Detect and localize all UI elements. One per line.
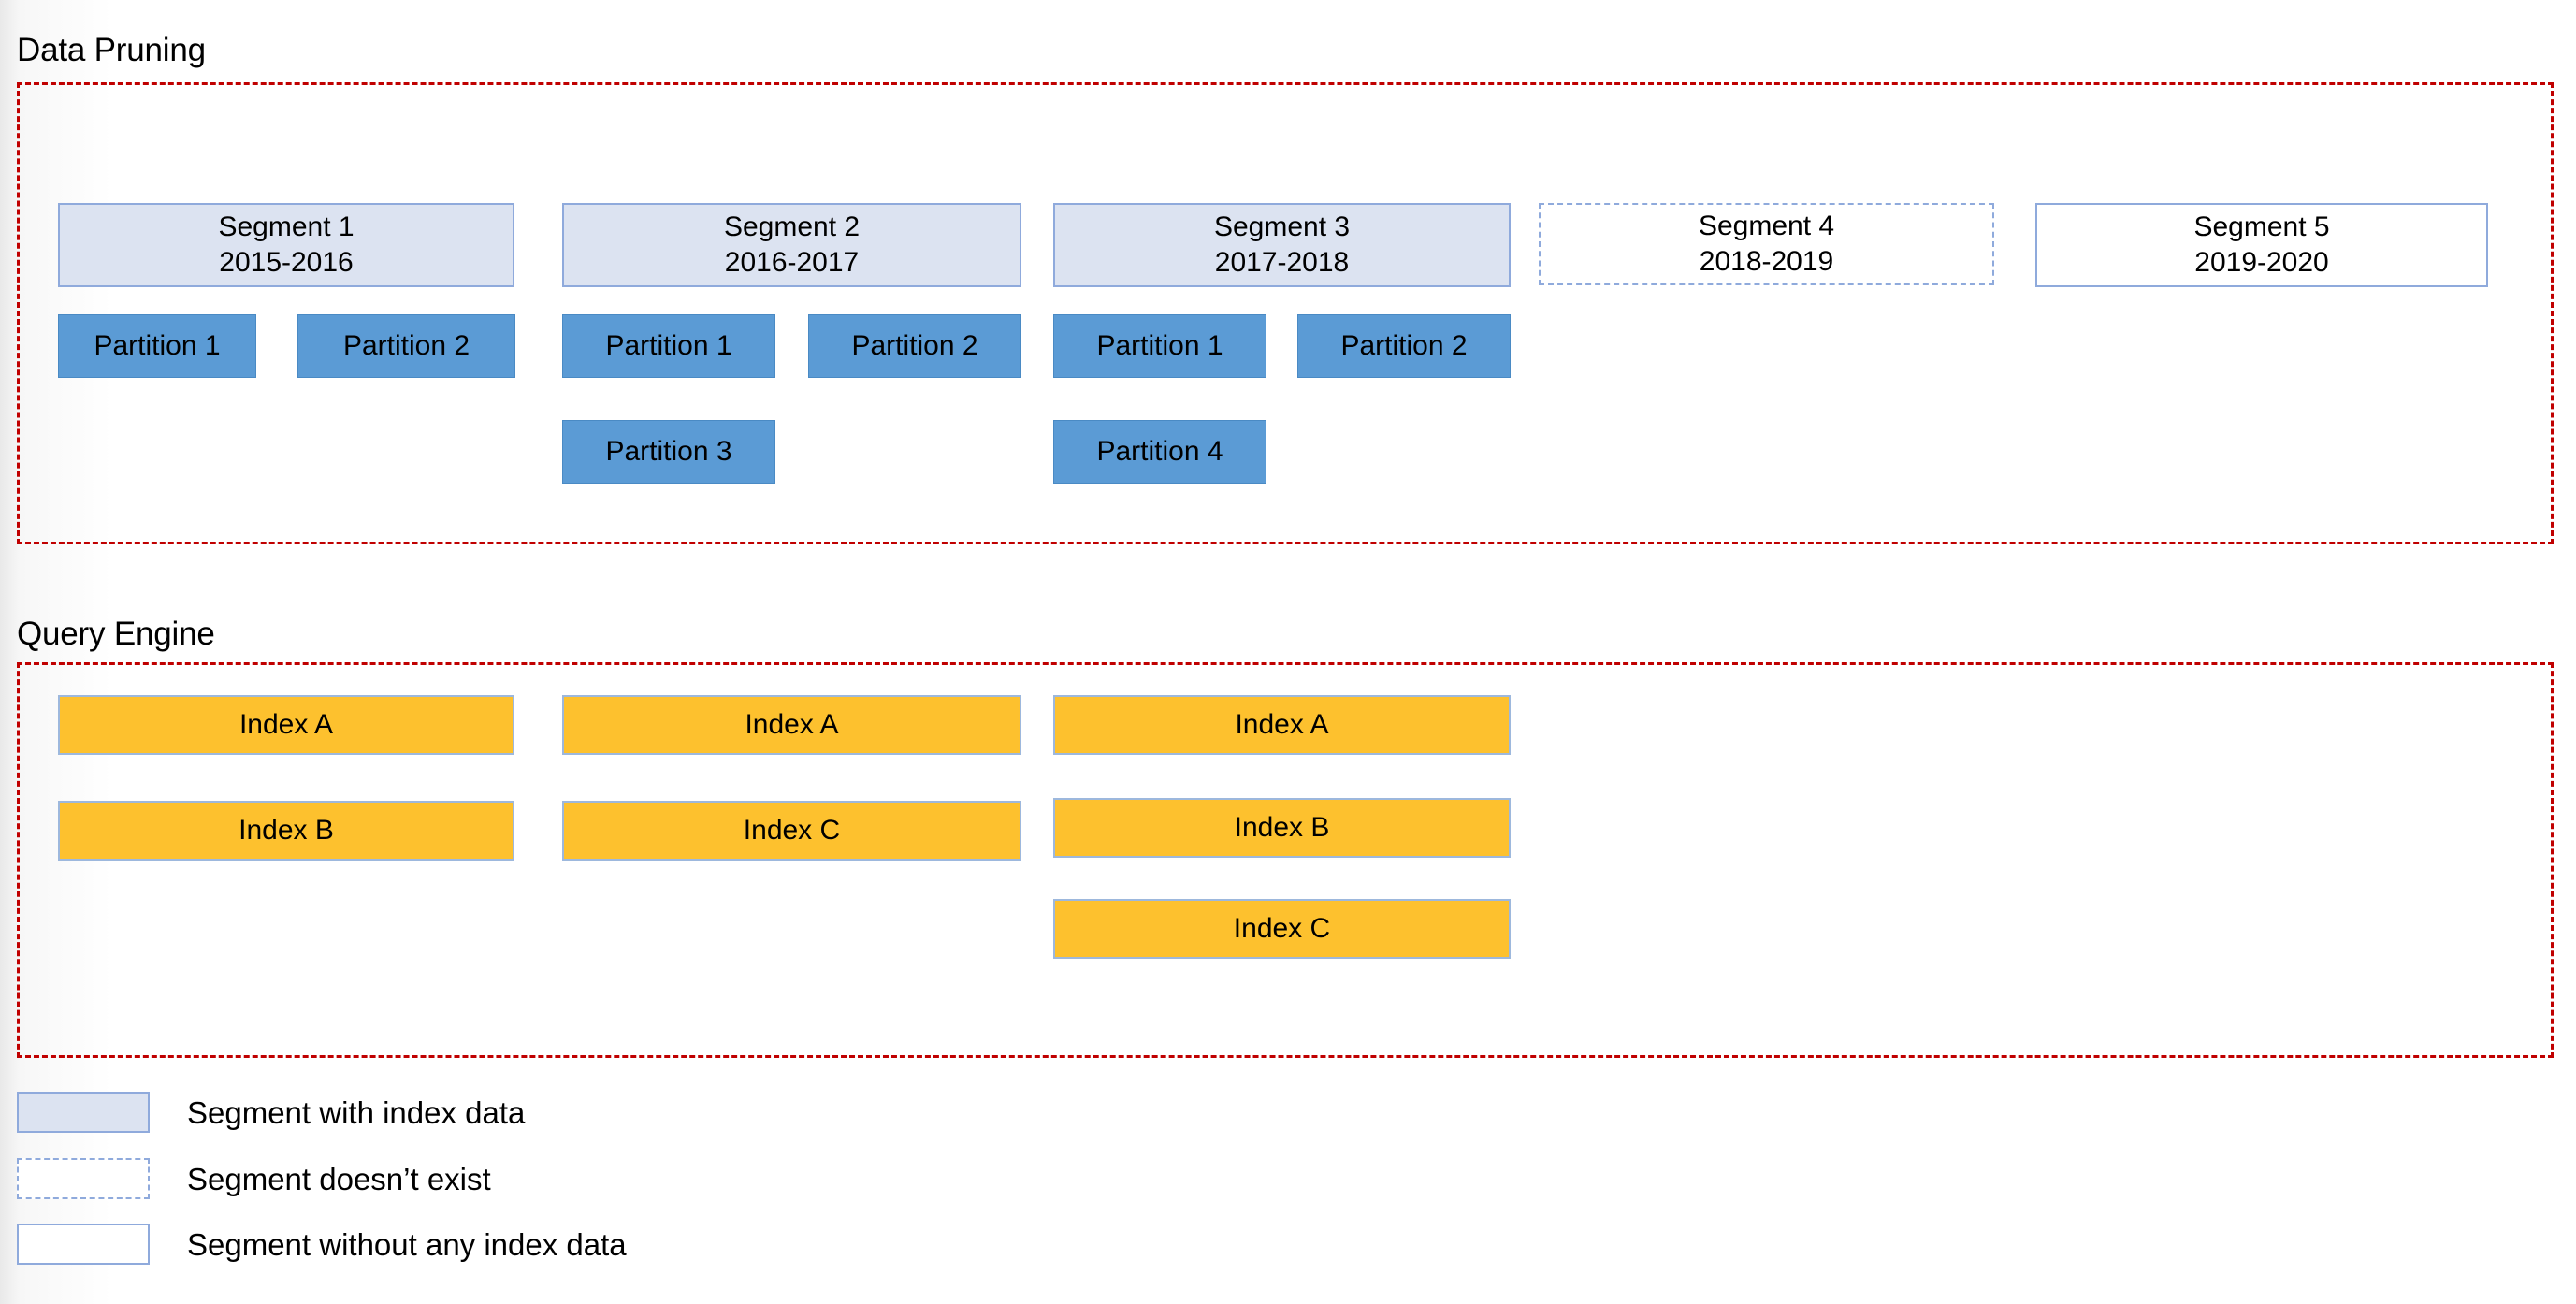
index-box-c1-b[interactable]: Index B [58, 801, 514, 861]
partition-box-s3-p2[interactable]: Partition 2 [1297, 314, 1511, 378]
partition-label: Partition 2 [851, 329, 978, 361]
segment-name: Segment 2 [723, 210, 861, 242]
query-engine-group-container [17, 662, 2554, 1058]
segment-box-5[interactable]: Segment 5 2019-2020 [2035, 203, 2488, 287]
section-title-query-engine: Query Engine [17, 616, 215, 652]
segment-box-1[interactable]: Segment 1 2015-2016 [58, 203, 514, 287]
section-title-data-pruning: Data Pruning [17, 32, 206, 68]
partition-box-s1-p1[interactable]: Partition 1 [58, 314, 256, 378]
legend-item-without-index-data: Segment without any index data [17, 1224, 627, 1265]
partition-box-s2-p1[interactable]: Partition 1 [562, 314, 775, 378]
partition-box-s2-p3[interactable]: Partition 3 [562, 420, 775, 484]
partition-box-s1-p2[interactable]: Partition 2 [297, 314, 515, 378]
segment-name: Segment 3 [1213, 210, 1351, 242]
index-label: Index B [1234, 811, 1330, 843]
index-label: Index C [743, 814, 841, 846]
legend-swatch-dashed-icon [17, 1158, 150, 1199]
legend-item-with-index-data: Segment with index data [17, 1092, 525, 1133]
index-box-c1-a[interactable]: Index A [58, 695, 514, 755]
partition-box-s2-p2[interactable]: Partition 2 [808, 314, 1021, 378]
segment-name: Segment 5 [2193, 210, 2330, 242]
index-label: Index C [1233, 912, 1331, 944]
segment-range: 2017-2018 [1214, 247, 1350, 278]
legend-label: Segment with index data [187, 1094, 526, 1130]
partition-box-s3-p1[interactable]: Partition 1 [1053, 314, 1266, 378]
partition-label: Partition 1 [1096, 329, 1223, 361]
segment-box-4[interactable]: Segment 4 2018-2019 [1539, 203, 1994, 285]
segment-box-3[interactable]: Segment 3 2017-2018 [1053, 203, 1511, 287]
data-pruning-group-container [17, 82, 2554, 544]
partition-label: Partition 3 [605, 435, 732, 467]
partition-box-s3-p4[interactable]: Partition 4 [1053, 420, 1266, 484]
segment-box-2[interactable]: Segment 2 2016-2017 [562, 203, 1021, 287]
segment-range: 2015-2016 [219, 247, 354, 278]
index-label: Index A [745, 708, 839, 740]
partition-label: Partition 1 [605, 329, 732, 361]
segment-range: 2016-2017 [724, 247, 860, 278]
index-label: Index A [1235, 708, 1329, 740]
partition-label: Partition 4 [1096, 435, 1223, 467]
index-label: Index B [239, 814, 334, 846]
legend-swatch-empty-icon [17, 1224, 150, 1265]
partition-label: Partition 2 [342, 329, 470, 361]
index-box-c3-a[interactable]: Index A [1053, 695, 1511, 755]
legend-label: Segment without any index data [187, 1226, 627, 1262]
segment-range: 2019-2020 [2194, 247, 2329, 278]
index-box-c2-c[interactable]: Index C [562, 801, 1021, 861]
segment-name: Segment 4 [1698, 210, 1835, 241]
legend-item-does-not-exist: Segment doesn’t exist [17, 1158, 491, 1199]
partition-label: Partition 2 [1340, 329, 1468, 361]
legend-label: Segment doesn’t exist [187, 1161, 491, 1196]
segment-range: 2018-2019 [1699, 246, 1834, 277]
index-box-c3-b[interactable]: Index B [1053, 798, 1511, 858]
partition-label: Partition 1 [94, 329, 221, 361]
index-box-c3-c[interactable]: Index C [1053, 899, 1511, 959]
segment-name: Segment 1 [218, 210, 355, 242]
index-label: Index A [239, 708, 334, 740]
index-box-c2-a[interactable]: Index A [562, 695, 1021, 755]
legend-swatch-filled-icon [17, 1092, 150, 1133]
